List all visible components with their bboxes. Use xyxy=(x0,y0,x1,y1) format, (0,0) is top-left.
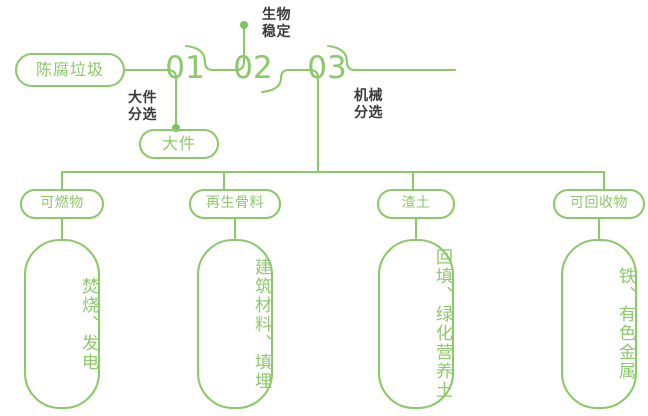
output-pill-label-4: 可回收物 xyxy=(570,195,628,211)
output-pill-label-1: 可燃物 xyxy=(40,195,84,211)
step-caption-01: 大件 分选 xyxy=(128,90,157,124)
step-number-01: 01 xyxy=(165,50,205,86)
connector-01-to-02 xyxy=(184,44,246,72)
step-caption-03: 机械 分选 xyxy=(354,88,383,122)
step-caption-02: 生物 稳定 xyxy=(262,7,291,41)
connector-03-tail xyxy=(326,44,457,72)
treatment-text-4: 铁、有色金属 xyxy=(615,267,635,381)
bulky-pill-label: 大件 xyxy=(161,134,196,153)
output-pill-label-2: 再生骨料 xyxy=(206,195,264,211)
treatment-text-2: 建筑材料、填埋 xyxy=(251,257,271,391)
treatment-box-shape-3 xyxy=(377,238,455,410)
source-pill-label: 陈腐垃圾 xyxy=(35,60,104,79)
treatment-box-shape-4 xyxy=(560,238,638,410)
connector-02-dot xyxy=(240,21,248,29)
output-pill-label-3: 渣土 xyxy=(401,195,431,211)
step-number-02: 02 xyxy=(233,50,273,86)
treatment-box-shape-2 xyxy=(196,238,274,410)
connector-source-to-01 xyxy=(122,68,178,94)
treatment-box-shape-1 xyxy=(23,238,101,410)
treatment-text-3: 回填、绿化营养土 xyxy=(432,248,452,400)
treatment-text-1: 焚烧、发电 xyxy=(78,276,98,372)
step-number-03: 03 xyxy=(307,50,347,86)
bulky-pill-shape xyxy=(138,128,220,160)
connector-02-to-03 xyxy=(260,68,320,96)
